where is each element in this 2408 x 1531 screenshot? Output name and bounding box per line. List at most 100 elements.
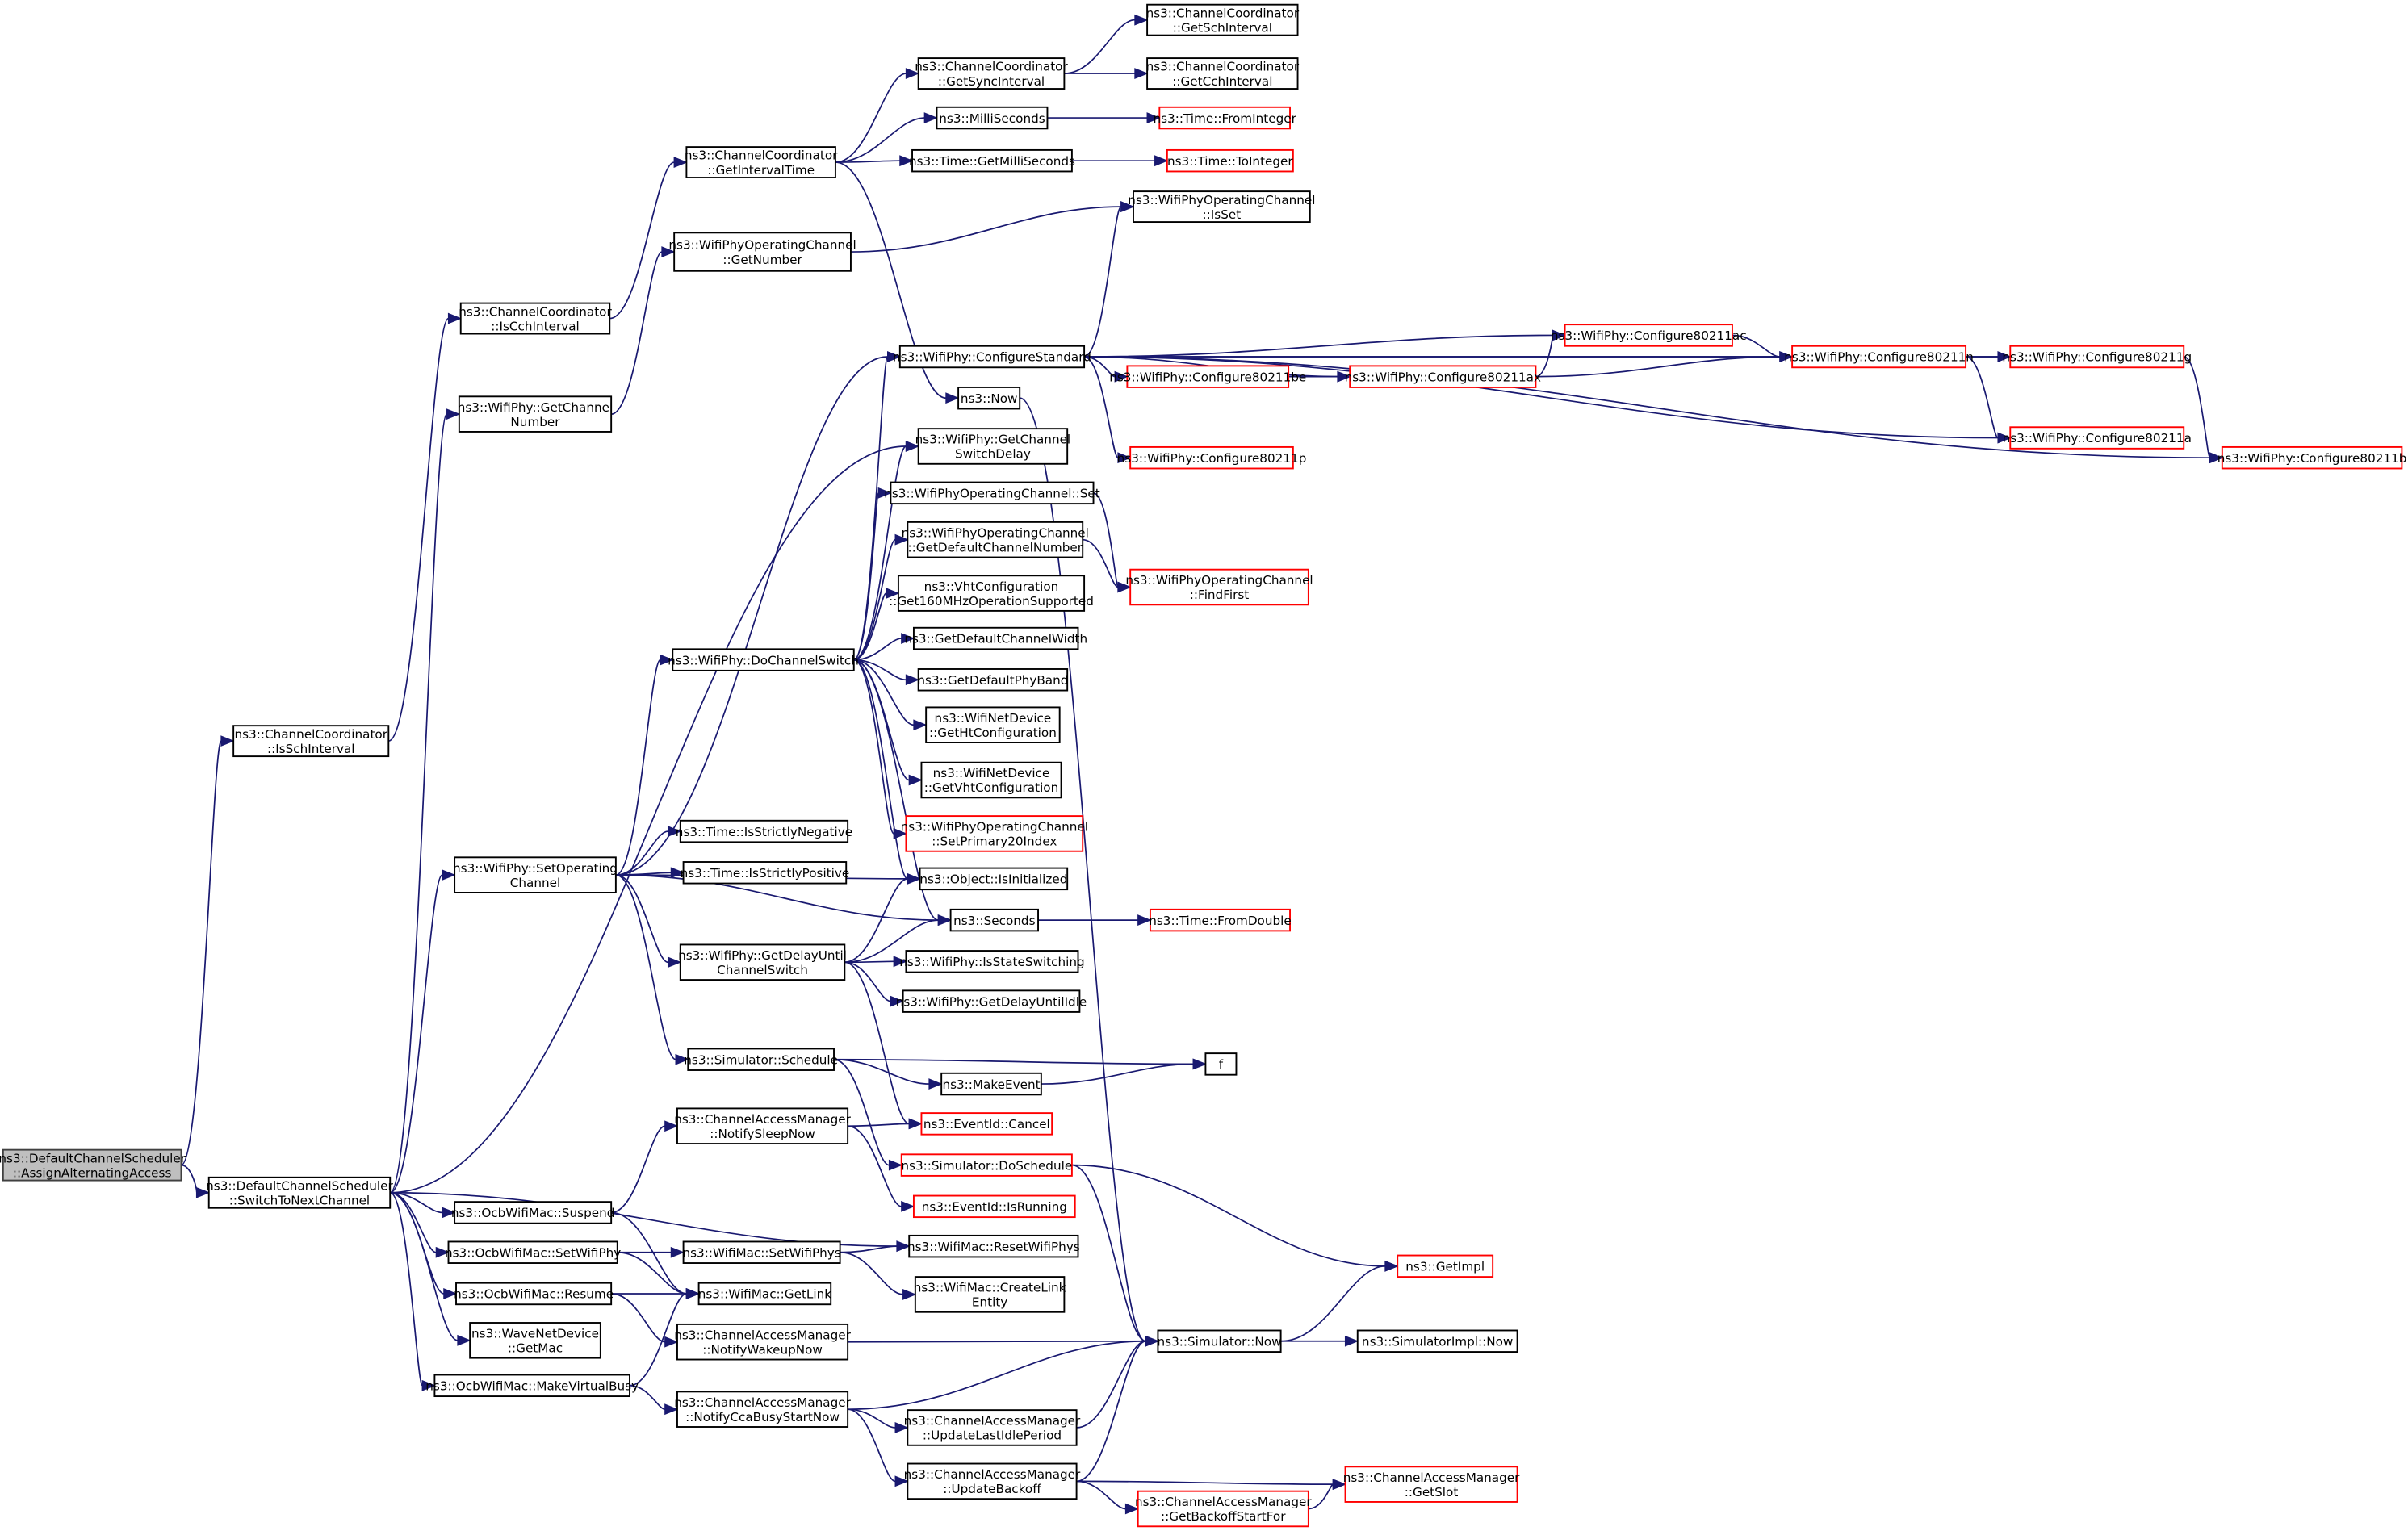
graph-node-getmac[interactable]: ns3::WaveNetDevice::GetMac (469, 1322, 601, 1359)
edge-line (615, 874, 939, 921)
edge-line (852, 356, 889, 661)
graph-node-isrunning[interactable]: ns3::EventId::IsRunning (912, 1194, 1076, 1219)
arrowhead-icon (1117, 581, 1132, 593)
graph-node-milliseconds[interactable]: ns3::MilliSeconds (936, 106, 1049, 130)
graph-node-updbackoff[interactable]: ns3::ChannelAccessManager::UpdateBackoff (904, 1462, 1081, 1500)
graph-node-getslot[interactable]: ns3::ChannelAccessManager::GetSlot (1343, 1466, 1520, 1503)
node-label: ::GetBackoffStartFor (1161, 1509, 1286, 1524)
edge-line (1076, 1340, 1146, 1429)
graph-node-dochswitch[interactable]: ns3::WifiPhy::DoChannelSwitch (668, 648, 859, 671)
graph-node-cfga[interactable]: ns3::WifiPhy::Configure80211a (2003, 426, 2192, 450)
graph-node-getms[interactable]: ns3::Time::GetMilliSeconds (909, 148, 1075, 173)
graph-node-f[interactable]: f (1204, 1052, 1238, 1076)
graph-node-schedule[interactable]: ns3::Simulator::Schedule (684, 1048, 838, 1071)
graph-node-makeevent[interactable]: ns3::MakeEvent (940, 1072, 1042, 1096)
graph-node-cfgac[interactable]: ns3::WifiPhy::Configure80211ac (1551, 324, 1747, 347)
graph-node-strictpos[interactable]: ns3::Time::IsStrictlyPositive (681, 861, 850, 885)
graph-node-cfgb[interactable]: ns3::WifiPhy::Configure80211b (2217, 445, 2407, 470)
node-box (908, 1234, 1079, 1258)
graph-node-getcchint[interactable]: ns3::ChannelCoordinator::GetCchInterval (1146, 57, 1300, 90)
graph-node-isschint[interactable]: ns3::ChannelCoordinator::IsSchInterval (232, 725, 390, 758)
node-box (685, 146, 836, 179)
graph-node-getintervaltime[interactable]: ns3::ChannelCoordinator::GetIntervalTime (685, 146, 838, 179)
graph-node-assign[interactable]: ns3::DefaultChannelScheduler::AssignAlte… (0, 1148, 186, 1182)
arrowhead-icon (908, 774, 923, 786)
graph-node-virtualbusy[interactable]: ns3::OcbWifiMac::MakeVirtualBusy (425, 1374, 639, 1398)
graph-node-seconds[interactable]: ns3::Seconds (949, 908, 1039, 932)
graph-node-ccabusy[interactable]: ns3::ChannelAccessManager::NotifyCcaBusy… (674, 1391, 852, 1428)
graph-node-resume[interactable]: ns3::OcbWifiMac::Resume (454, 1282, 614, 1306)
graph-node-switchnext[interactable]: ns3::DefaultChannelScheduler::SwitchToNe… (206, 1176, 394, 1209)
graph-node-suspend[interactable]: ns3::OcbWifiMac::Suspend (451, 1201, 615, 1224)
edge-line (1064, 19, 1135, 74)
arrowhead-icon (901, 633, 915, 644)
graph-node-strictneg[interactable]: ns3::Time::IsStrictlyNegative (676, 819, 852, 843)
graph-node-resetphys[interactable]: ns3::WifiMac::ResetWifiPhys (907, 1234, 1080, 1258)
graph-node-isinit[interactable]: ns3::Object::IsInitialized (919, 867, 1069, 891)
graph-node-isstatesw[interactable]: ns3::WifiPhy::IsStateSwitching (899, 950, 1085, 973)
graph-node-getlink[interactable]: ns3::WifiMac::GetLink (697, 1282, 832, 1306)
edge-cfgg-to-cfgb (2183, 356, 2224, 464)
edge-setopch-to-schedule (615, 874, 689, 1065)
graph-node-configstd[interactable]: ns3::WifiPhy::ConfigureStandard (893, 345, 1091, 369)
graph-node-cancel[interactable]: ns3::EventId::Cancel (920, 1112, 1053, 1136)
graph-node-simnow[interactable]: ns3::Simulator::Now (1157, 1329, 1282, 1353)
node-label: ns3::ChannelAccessManager (674, 1395, 851, 1410)
edge-getdelayswitch-to-cancel (844, 961, 923, 1130)
arrowhead-icon (894, 533, 909, 546)
graph-node-setwifiphy[interactable]: ns3::OcbWifiMac::SetWifiPhy (445, 1240, 621, 1264)
graph-node-getdefchw[interactable]: ns3::GetDefaultChannelWidth (904, 626, 1087, 650)
graph-node-simimplnow[interactable]: ns3::SimulatorImpl::Now (1356, 1329, 1518, 1353)
graph-node-get160[interactable]: ns3::VhtConfiguration::Get160MHzOperatio… (889, 575, 1094, 612)
node-label: ns3::WifiNetDevice (933, 766, 1050, 780)
graph-node-fromint[interactable]: ns3::Time::FromInteger (1154, 106, 1297, 130)
node-label: ns3::WifiPhy::DoChannelSwitch (668, 653, 859, 667)
graph-node-setprim20[interactable]: ns3::WifiPhyOperatingChannel::SetPrimary… (901, 815, 1088, 852)
node-label: ns3::OcbWifiMac::MakeVirtualBusy (425, 1378, 639, 1393)
graph-node-fromdouble[interactable]: ns3::Time::FromDouble (1149, 908, 1292, 932)
node-box (907, 1409, 1078, 1446)
graph-node-setwifiphys[interactable]: ns3::WifiMac::SetWifiPhys (682, 1240, 841, 1264)
graph-node-cfgax[interactable]: ns3::WifiPhy::Configure80211ax (1345, 365, 1541, 388)
arrowhead-icon (923, 112, 939, 123)
graph-node-cfgg[interactable]: ns3::WifiPhy::Configure80211g (2002, 345, 2192, 369)
graph-node-updidle[interactable]: ns3::ChannelAccessManager::UpdateLastIdl… (904, 1409, 1081, 1446)
node-label: ns3::GetImpl (1405, 1260, 1485, 1274)
graph-node-getdefchnum[interactable]: ns3::WifiPhyOperatingChannel::GetDefault… (902, 521, 1089, 558)
graph-node-doschedule[interactable]: ns3::Simulator::DoSchedule (900, 1153, 1073, 1177)
graph-node-iscchint[interactable]: ns3::ChannelCoordinator::IsCchInterval (459, 302, 612, 335)
node-label: ns3::GetDefaultChannelWidth (904, 632, 1087, 646)
graph-node-getvhtcfg[interactable]: ns3::WifiNetDevice::GetVhtConfiguration (920, 761, 1062, 799)
graph-node-getbackoffstart[interactable]: ns3::ChannelAccessManager::GetBackoffSta… (1135, 1490, 1312, 1528)
edge-line (1083, 356, 1119, 459)
graph-node-getschint[interactable]: ns3::ChannelCoordinator::GetSchInterval (1146, 3, 1300, 36)
graph-node-cfgn[interactable]: ns3::WifiPhy::Configure80211n (1784, 345, 1974, 369)
edge-milliseconds-to-fromint (1047, 112, 1161, 123)
graph-node-getdefband[interactable]: ns3::GetDefaultPhyBand (917, 668, 1068, 692)
graph-node-cfgp[interactable]: ns3::WifiPhy::Configure80211p (1117, 445, 1307, 470)
arrowhead-icon (877, 487, 892, 499)
arrowhead-icon (685, 1288, 701, 1299)
graph-node-getimpl[interactable]: ns3::GetImpl (1397, 1254, 1494, 1278)
graph-node-findfirst[interactable]: ns3::WifiPhyOperatingChannel::FindFirst (1125, 568, 1313, 606)
graph-node-toint[interactable]: ns3::Time::ToInteger (1166, 148, 1294, 173)
edge-line (615, 356, 888, 876)
graph-node-getnumber[interactable]: ns3::WifiPhyOperatingChannel::GetNumber (668, 232, 856, 272)
graph-node-getdelayidle[interactable]: ns3::WifiPhy::GetDelayUntilIdle (896, 989, 1087, 1013)
graph-node-gethtcfg[interactable]: ns3::WifiNetDevice::GetHtConfiguration (925, 706, 1061, 743)
graph-node-notifywakeup[interactable]: ns3::ChannelAccessManager::NotifyWakeupN… (674, 1323, 852, 1361)
graph-node-cfgbe[interactable]: ns3::WifiPhy::Configure80211be (1109, 365, 1306, 388)
node-label: ns3::OcbWifiMac::Resume (454, 1287, 614, 1302)
graph-node-now[interactable]: ns3::Now (957, 386, 1021, 410)
node-box (1133, 190, 1311, 224)
graph-node-notifysleep[interactable]: ns3::ChannelAccessManager::NotifySleepNo… (674, 1107, 852, 1145)
graph-node-getsyncint[interactable]: ns3::ChannelCoordinator::GetSyncInterval (915, 57, 1069, 90)
graph-node-isset[interactable]: ns3::WifiPhyOperatingChannel::IsSet (1128, 190, 1316, 224)
graph-node-opchset[interactable]: ns3::WifiPhyOperatingChannel::Set (884, 481, 1100, 505)
node-box (682, 1240, 841, 1264)
